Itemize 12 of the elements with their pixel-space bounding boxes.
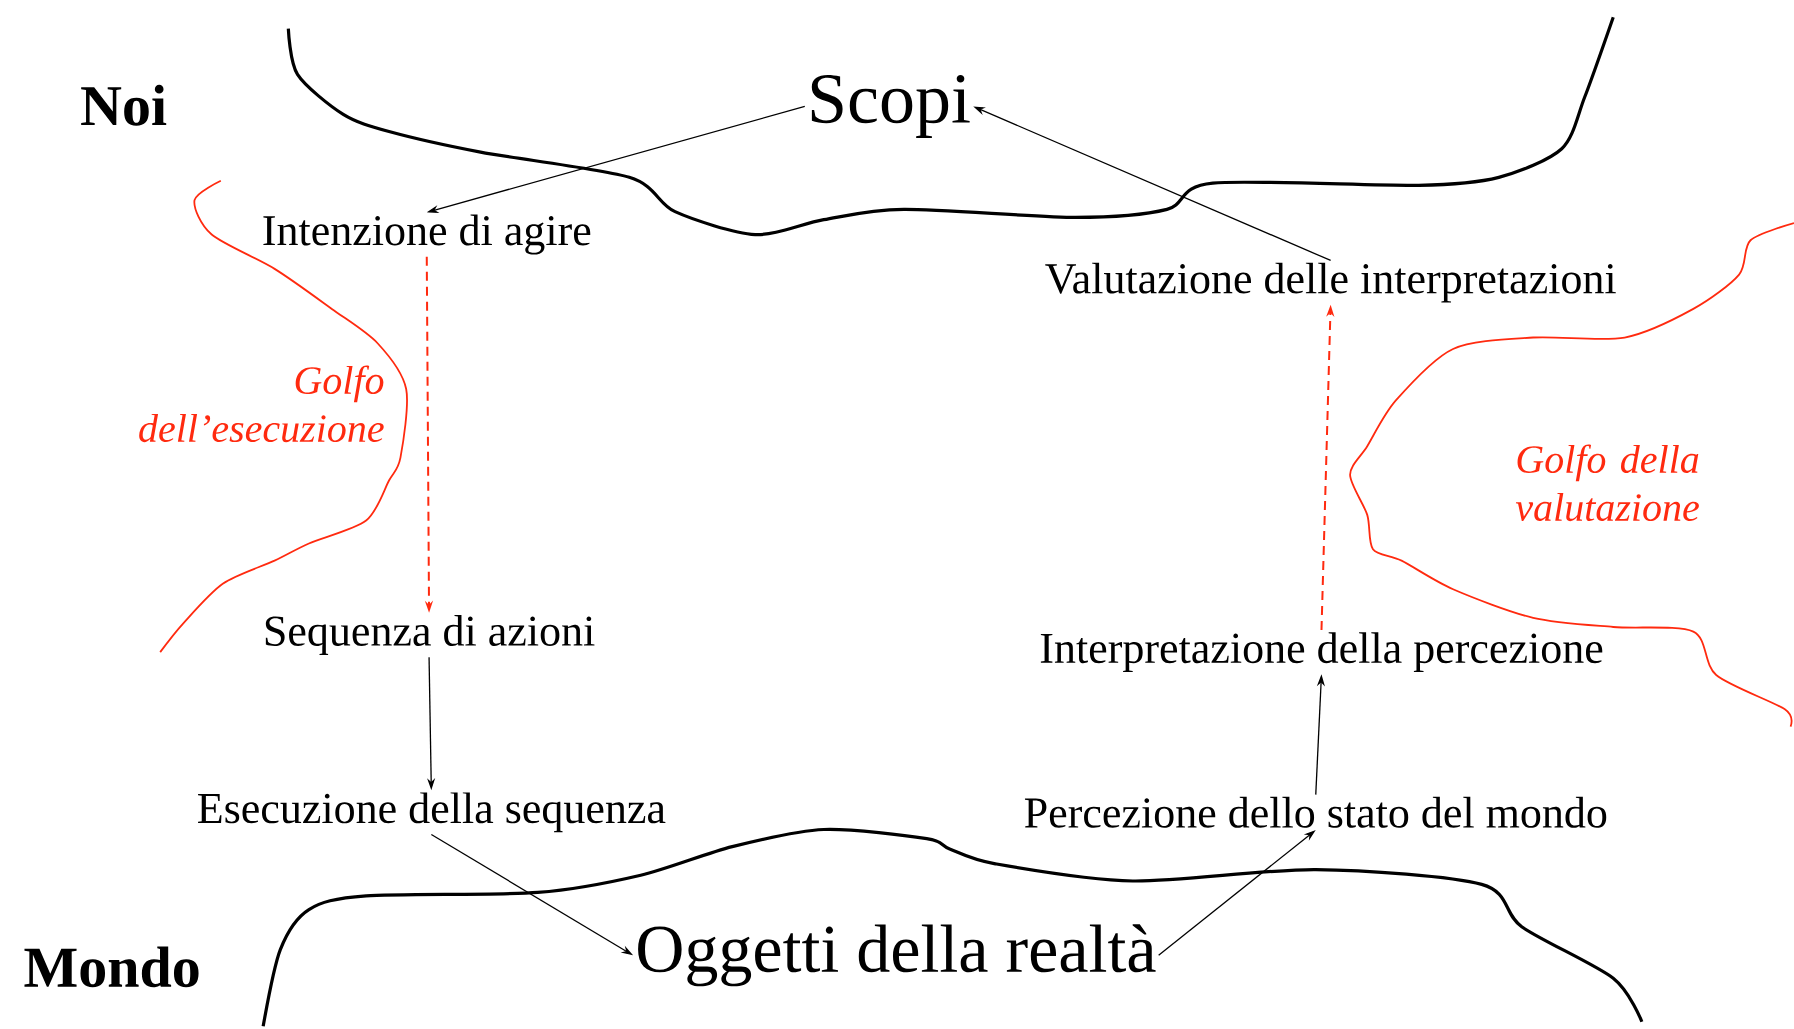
node-text: Esecuzione della sequenza bbox=[198, 792, 666, 833]
node-text: Oggetti della realtà bbox=[638, 924, 1156, 987]
node-text: Valutazione delle interpretazioni bbox=[1045, 262, 1616, 303]
region-label: Noi bbox=[81, 85, 167, 126]
node-text: Percezione dello stato del mondo bbox=[1024, 797, 1607, 829]
node-text: Scopi bbox=[811, 75, 970, 139]
node-text: Intenzione di agire bbox=[263, 214, 591, 255]
node-text: Interpretazione della percezione bbox=[1040, 632, 1603, 673]
node-text: Sequenza di azioni bbox=[265, 615, 595, 656]
gulf-label: Golfo dell’esecuzione bbox=[139, 365, 384, 443]
region-label: Mondo bbox=[24, 946, 199, 988]
gulf-label: Golfo della valutazione bbox=[1515, 444, 1699, 522]
